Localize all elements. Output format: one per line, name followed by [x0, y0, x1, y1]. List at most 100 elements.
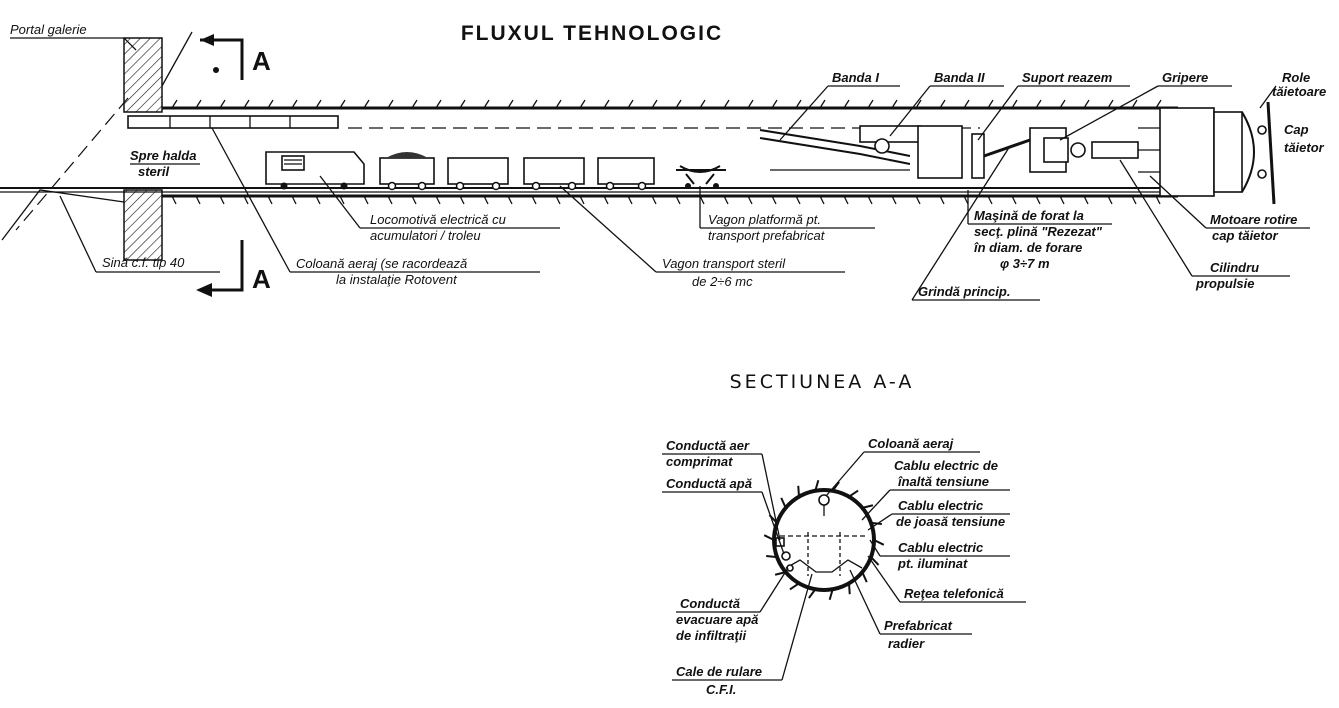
ring-rock-mark	[828, 588, 834, 601]
wagon-wheel	[605, 181, 615, 191]
label-banda-1: Banda I	[832, 70, 879, 85]
wagon-load	[386, 152, 428, 158]
label-evacuare-1: Conductă	[680, 596, 740, 611]
label-inalta-2: înaltă tensiune	[898, 474, 989, 489]
label-masina-3: în diam. de forare	[974, 240, 1082, 255]
tbm-machine	[917, 101, 1276, 205]
svg-text:A: A	[252, 46, 271, 76]
label-evacuare-3: de infiltraţii	[676, 628, 746, 643]
tbm-support	[971, 133, 985, 179]
tbm-gripper-body	[917, 125, 963, 179]
ring-rock-mark	[870, 521, 882, 526]
ring-rock-mark	[774, 571, 786, 576]
labels-longitudinal: Portal galerie Spre halda steril Sină c.…	[10, 22, 1326, 301]
ring-rock-mark	[862, 504, 874, 509]
label-cap-1: Cap	[1284, 122, 1309, 137]
label-masina-4: φ 3÷7 m	[1000, 256, 1050, 271]
ring-rock-mark	[797, 485, 800, 497]
wagon-wheel	[387, 181, 397, 191]
label-gripere: Gripere	[1162, 70, 1208, 85]
svg-text:A: A	[252, 264, 271, 294]
label-aer-2: comprimat	[666, 454, 733, 469]
wagon-1	[447, 157, 509, 185]
cutting-face-rock	[1266, 101, 1276, 205]
label-apa: Conductă apă	[666, 476, 752, 491]
label-cale-1: Cale de rulare	[676, 664, 762, 679]
propulsion-cylinder	[1091, 141, 1139, 159]
label-suport-reazem: Suport reazem	[1022, 70, 1113, 85]
ring-rock-mark	[808, 588, 817, 599]
wagon-3	[597, 157, 655, 185]
rail-lines	[807, 532, 841, 576]
label-masina-2: secţ. plină "Rezezat"	[974, 224, 1103, 239]
label-sina: Sină c.f. tip 40	[102, 255, 185, 270]
label-prefabricat-1: Prefabricat	[884, 618, 953, 633]
main-beam	[983, 138, 1031, 158]
portal-wall-bottom	[123, 189, 163, 261]
slope-line-top	[161, 31, 193, 87]
tbm-shield	[1159, 107, 1215, 197]
label-joasa-1: Cablu electric	[898, 498, 984, 513]
conveyor-band-1-upper	[759, 129, 911, 157]
motor-shafts	[1138, 127, 1160, 173]
conveyors	[759, 125, 921, 171]
label-coloana-sectiune: Coloană aeraj	[868, 436, 954, 451]
label-vagon-platforma-1: Vagon platformă pt.	[708, 212, 821, 227]
label-iluminat-2: pt. iluminat	[897, 556, 968, 571]
label-cap-2: tăietor	[1284, 140, 1325, 155]
label-prefabricat-2: radier	[888, 636, 925, 651]
label-role-2: tăietoare	[1272, 84, 1326, 99]
label-inalta-1: Cablu electric de	[894, 458, 998, 473]
gripper-joint	[1070, 142, 1086, 158]
label-cilindru-2: propulsie	[1195, 276, 1255, 291]
ring-rock-mark	[780, 497, 787, 509]
wagon-wheel	[637, 181, 647, 191]
ring-rock-mark	[873, 539, 885, 546]
excavation-dash-line	[15, 97, 129, 231]
label-vagon-platforma-2: transport prefabricat	[708, 228, 826, 243]
ring-rock-mark	[814, 479, 820, 492]
ring-rock-mark	[789, 582, 800, 591]
platform-wagon	[676, 165, 726, 185]
wagon-wheels	[387, 181, 647, 191]
tunnel-longitudinal	[0, 31, 1200, 261]
conveyor-band-1-lower	[759, 137, 911, 165]
label-portal-galerie: Portal galerie	[10, 22, 87, 37]
labels-section: Conductă aer comprimat Conductă apă Cond…	[662, 436, 1026, 697]
ring-rock-mark	[763, 534, 775, 541]
gripper-cylinder	[1043, 137, 1069, 163]
wagon-wheel	[455, 181, 465, 191]
ventilation-column	[127, 115, 339, 129]
portal-wall-top	[123, 37, 163, 113]
section-ventilation-column	[818, 494, 830, 506]
conveyor-band-2	[859, 125, 921, 143]
ring-rock-mark	[848, 489, 859, 498]
wagon-wheel	[567, 181, 577, 191]
ring-rock-mark	[861, 571, 868, 583]
label-locomotiva-2: acumulatori / troleu	[370, 228, 481, 243]
label-masina-1: Maşină de forat la	[974, 208, 1084, 223]
locomotive-window	[281, 155, 305, 171]
wagon-loaded	[379, 157, 435, 185]
label-aer-1: Conductă aer	[666, 438, 750, 453]
label-spre-halda: Spre halda	[130, 148, 196, 163]
label-vagon-steril-1: Vagon transport steril	[662, 256, 786, 271]
roof-rock-marks	[171, 99, 1162, 109]
label-telefonica: Reţea telefonică	[904, 586, 1004, 601]
floor-rock-marks	[171, 195, 1161, 205]
cutter-head	[1213, 111, 1243, 193]
label-cilindru-1: Cilindru	[1210, 260, 1259, 275]
ventilation-column-joints	[169, 116, 291, 128]
section-title: SECTIUNEA A-A	[730, 371, 915, 393]
locomotive	[265, 151, 365, 185]
label-role-1: Role	[1282, 70, 1310, 85]
label-motoare-1: Motoare rotire	[1210, 212, 1297, 227]
label-iluminat-1: Cablu electric	[898, 540, 984, 555]
diagram-title: FLUXUL TEHNOLOGIC	[461, 22, 723, 45]
wagon-wheel	[491, 181, 501, 191]
label-coloana-2: la instalaţie Rotovent	[336, 272, 458, 287]
label-coloana-1: Coloană aeraj (se racordează	[296, 256, 467, 271]
cross-section-a-a	[763, 479, 885, 601]
label-grinda: Grindă princip.	[918, 284, 1010, 299]
ring-rock-mark	[831, 481, 840, 492]
